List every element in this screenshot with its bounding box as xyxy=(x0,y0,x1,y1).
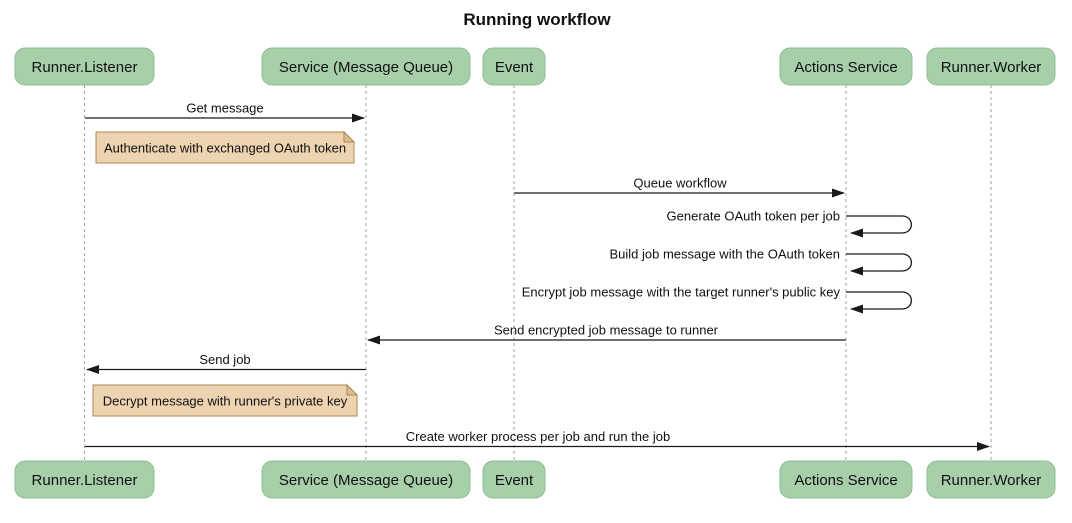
message-label: Send encrypted job message to runner xyxy=(494,323,719,338)
participant-label: Service (Message Queue) xyxy=(279,472,453,489)
participant-box xyxy=(14,47,155,86)
participant-top-actions-service: Actions Service xyxy=(779,47,913,86)
participant-box xyxy=(779,47,913,86)
message-label: Build job message with the OAuth token xyxy=(609,247,840,262)
self-loop-arrow xyxy=(846,215,913,238)
participant-bottom-actions-service: Actions Service xyxy=(779,460,913,499)
participant-label: Service (Message Queue) xyxy=(279,59,453,76)
self-loop-arrow xyxy=(846,253,913,276)
note-decrypt: Decrypt message with runner's private ke… xyxy=(92,383,359,417)
participant-bottom-service-message-queue: Service (Message Queue) xyxy=(261,460,471,499)
participant-top-runner-worker: Runner.Worker xyxy=(926,47,1056,86)
note-box xyxy=(95,131,355,164)
self-loop-arrow xyxy=(846,291,913,314)
participant-label: Event xyxy=(495,59,534,76)
message-encrypt-job-message: Encrypt job message with the target runn… xyxy=(522,285,913,314)
message-label: Queue workflow xyxy=(633,176,727,191)
participant-box xyxy=(482,460,546,499)
participant-label: Actions Service xyxy=(794,472,897,489)
participant-box xyxy=(482,47,546,86)
message-label: Send job xyxy=(199,352,250,367)
message-label: Generate OAuth token per job xyxy=(667,209,840,224)
participant-label: Runner.Worker xyxy=(941,472,1042,489)
note-label: Authenticate with exchanged OAuth token xyxy=(104,141,346,156)
participant-box xyxy=(14,460,155,499)
message-create-worker-process: Create worker process per job and run th… xyxy=(85,429,990,451)
message-label: Encrypt job message with the target runn… xyxy=(522,285,841,300)
participant-label: Runner.Listener xyxy=(32,472,138,489)
participant-label: Actions Service xyxy=(794,59,897,76)
message-get-message: Get message xyxy=(85,101,365,123)
note-label: Decrypt message with runner's private ke… xyxy=(103,394,348,409)
message-generate-oauth-token: Generate OAuth token per job xyxy=(667,209,913,238)
message-build-job-message: Build job message with the OAuth token xyxy=(609,247,913,276)
participant-top-runner-listener: Runner.Listener xyxy=(14,47,155,86)
message-send-encrypted-job: Send encrypted job message to runner xyxy=(367,323,846,345)
participant-box xyxy=(779,460,913,499)
note-box xyxy=(92,384,358,417)
participant-label: Event xyxy=(495,472,534,489)
participant-top-event: Event xyxy=(482,47,546,86)
diagram-title: Running workflow xyxy=(463,10,611,29)
participant-top-service-message-queue: Service (Message Queue) xyxy=(261,47,471,86)
note-authenticate: Authenticate with exchanged OAuth token xyxy=(95,130,356,164)
note-fold-corner xyxy=(346,383,359,396)
participant-box xyxy=(926,460,1056,499)
note-fold-corner xyxy=(343,130,356,143)
participant-label: Runner.Listener xyxy=(32,59,138,76)
participant-bottom-runner-worker: Runner.Worker xyxy=(926,460,1056,499)
message-label: Get message xyxy=(186,101,263,116)
participant-box xyxy=(261,460,471,499)
message-label: Create worker process per job and run th… xyxy=(406,429,670,444)
participant-label: Runner.Worker xyxy=(941,59,1042,76)
participant-box xyxy=(261,47,471,86)
message-queue-workflow: Queue workflow xyxy=(514,176,845,198)
participant-bottom-runner-listener: Runner.Listener xyxy=(14,460,155,499)
participant-box xyxy=(926,47,1056,86)
participant-bottom-event: Event xyxy=(482,460,546,499)
message-send-job: Send job xyxy=(86,352,366,374)
